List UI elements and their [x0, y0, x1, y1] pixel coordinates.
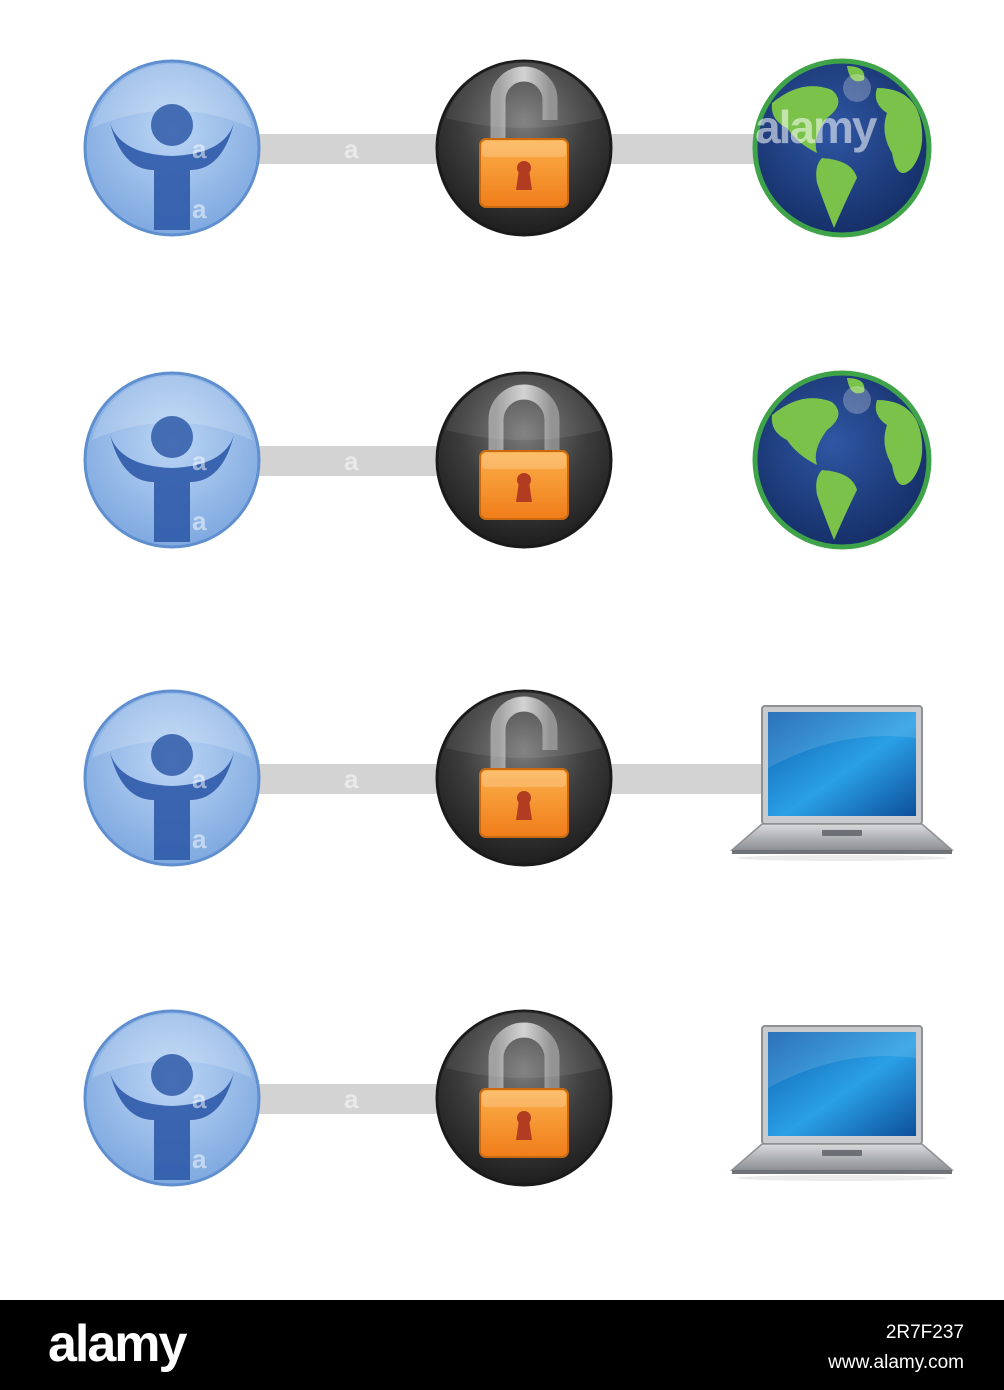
- globe-icon: [752, 370, 932, 550]
- watermark-mark: a: [192, 764, 207, 794]
- watermark-mark: a: [192, 134, 207, 164]
- connector-line: [255, 134, 441, 164]
- unlocked-padlock-icon: [435, 59, 613, 237]
- watermark-mark: a: [344, 764, 359, 794]
- laptop-icon: [729, 1025, 955, 1181]
- watermark-mark: a: [192, 1144, 207, 1174]
- person-icon: [83, 689, 261, 867]
- watermark-mark: a: [344, 446, 359, 476]
- unlocked-padlock-icon: [435, 689, 613, 867]
- connector-line: [255, 764, 441, 794]
- footer-image-id: 2R7F237: [885, 1322, 964, 1343]
- laptop-icon: [729, 705, 955, 861]
- watermark-mark: a: [192, 506, 207, 536]
- watermark-mark: a: [192, 1084, 207, 1114]
- connector-line: [607, 764, 766, 794]
- watermark-mark: a: [192, 194, 207, 224]
- locked-padlock-icon: [435, 371, 613, 549]
- connector-line: [607, 134, 759, 164]
- connector-line: [255, 1084, 441, 1114]
- footer-bar: alamy 2R7F237 www.alamy.com: [0, 1300, 1004, 1390]
- watermark-mark: a: [344, 1084, 359, 1114]
- footer-url[interactable]: www.alamy.com: [828, 1352, 964, 1373]
- locked-padlock-icon: [435, 1009, 613, 1187]
- footer-logo[interactable]: alamy: [48, 1315, 187, 1373]
- watermark-mark: a: [192, 824, 207, 854]
- globe-icon: [752, 58, 932, 238]
- person-icon: [83, 371, 261, 549]
- person-icon: [83, 59, 261, 237]
- connector-line: [255, 446, 441, 476]
- watermark-mark: a: [192, 446, 207, 476]
- watermark-center: alamy: [755, 101, 877, 153]
- person-icon: [83, 1009, 261, 1187]
- watermark-mark: a: [344, 134, 359, 164]
